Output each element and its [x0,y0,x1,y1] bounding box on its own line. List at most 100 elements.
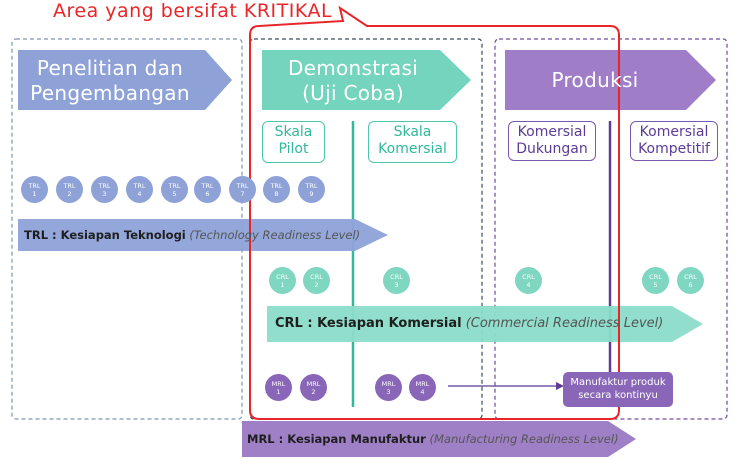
level-num: 3 [386,387,391,396]
manufacture-box-line: Manufaktur produk [570,377,666,388]
level-num: 3 [102,189,107,198]
level-num: 2 [314,280,319,289]
level-code: CRL [276,272,289,281]
manufacture-box-line: secara kontinyu [578,390,658,401]
level-code: CRL [390,272,403,281]
sub-phase-komersial-kompetitif: Komersial Kompetitif [630,121,718,161]
production-phase-frame [494,38,728,420]
critical-area-title: Area yang bersifat KRITIKAL [53,0,333,22]
sub-phase-line: Skala [274,124,313,140]
level-code: TRL [270,181,283,190]
level-code: TRL [133,181,146,190]
level-code: TRL [63,181,76,190]
level-code: TRL [201,181,214,190]
crl-arrow-label: CRL : Kesiapan Komersial (Commercial Rea… [275,316,663,331]
level-code: TRL [168,181,181,190]
crl-arrow-italic: (Commercial Readiness Level) [465,316,664,331]
phase-label-rnd: Penelitian dan Pengembangan [22,56,198,106]
level-code: MRL [415,379,430,388]
level-num: 5 [653,280,658,289]
level-num: 1 [32,189,37,198]
sub-phase-line: Pilot [278,141,309,157]
level-num: 9 [309,189,314,198]
level-num: 4 [420,387,425,396]
level-code: CRL [649,272,662,281]
level-code: TRL [28,181,41,190]
level-code: CRL [522,272,535,281]
level-num: 3 [394,280,399,289]
phase-label-line: Pengembangan [30,81,190,105]
level-code: TRL [98,181,111,190]
crl-arrow [267,306,703,342]
level-num: 4 [137,189,142,198]
continuous-manufacture-box: Manufaktur produk secara kontinyu [563,372,673,407]
phase-label-line: Produksi [551,68,639,92]
crl-arrow-bold: CRL : Kesiapan Komersial [275,316,462,331]
level-code: MRL [381,379,396,388]
level-num: 1 [276,387,281,396]
level-code: MRL [271,379,286,388]
level-code: TRL [305,181,318,190]
sub-phase-skala-komersial: Skala Komersial [368,121,457,163]
trl-arrow [18,219,388,251]
sub-phase-line: Komersial [378,141,447,157]
level-num: 6 [688,280,693,289]
sub-phase-skala-pilot: Skala Pilot [262,121,325,163]
level-num: 8 [274,189,279,198]
level-code: CRL [684,272,697,281]
sub-phase-komersial-dukungan: Komersial Dukungan [508,121,596,161]
phase-label-line: Demonstrasi [287,56,419,80]
level-num: 2 [311,387,316,396]
level-num: 7 [240,189,245,198]
mrl-arrow [242,421,636,457]
level-num: 6 [205,189,210,198]
level-num: 5 [172,189,177,198]
trl-arrow-bold: TRL : Kesiapan Teknologi [24,228,186,242]
level-num: 1 [280,280,285,289]
connector-arrowhead-icon [556,382,564,390]
phase-label-demo: Demonstrasi (Uji Coba) [268,56,438,106]
sub-phase-line: Komersial [517,124,587,140]
sub-phase-line: Komersial [639,124,709,140]
level-code: MRL [306,379,321,388]
level-num: 4 [526,280,531,289]
sub-phase-line: Dukungan [516,141,588,157]
rnd-phase-arrow [18,50,232,110]
level-num: 2 [67,189,72,198]
mrl-arrow-italic: (Manufacturing Readiness Level) [429,432,619,446]
sub-phase-line: Skala [393,124,432,140]
production-phase-arrow [505,50,716,110]
sub-phase-line: Kompetitif [638,141,710,157]
trl-arrow-italic: (Technology Readiness Level) [189,228,361,242]
trl-arrow-label: TRL : Kesiapan Teknologi (Technology Rea… [24,228,360,242]
level-code: CRL [310,272,323,281]
mrl-arrow-label: MRL : Kesiapan Manufaktur (Manufacturing… [247,432,619,446]
level-code: TRL [236,181,249,190]
critical-area-frame [249,5,620,420]
phase-label-production: Produksi [508,68,682,93]
mrl-arrow-bold: MRL : Kesiapan Manufaktur [247,432,426,446]
phase-label-line: Penelitian dan [36,56,184,80]
phase-label-line: (Uji Coba) [302,81,404,105]
demo-phase-arrow [262,50,471,110]
